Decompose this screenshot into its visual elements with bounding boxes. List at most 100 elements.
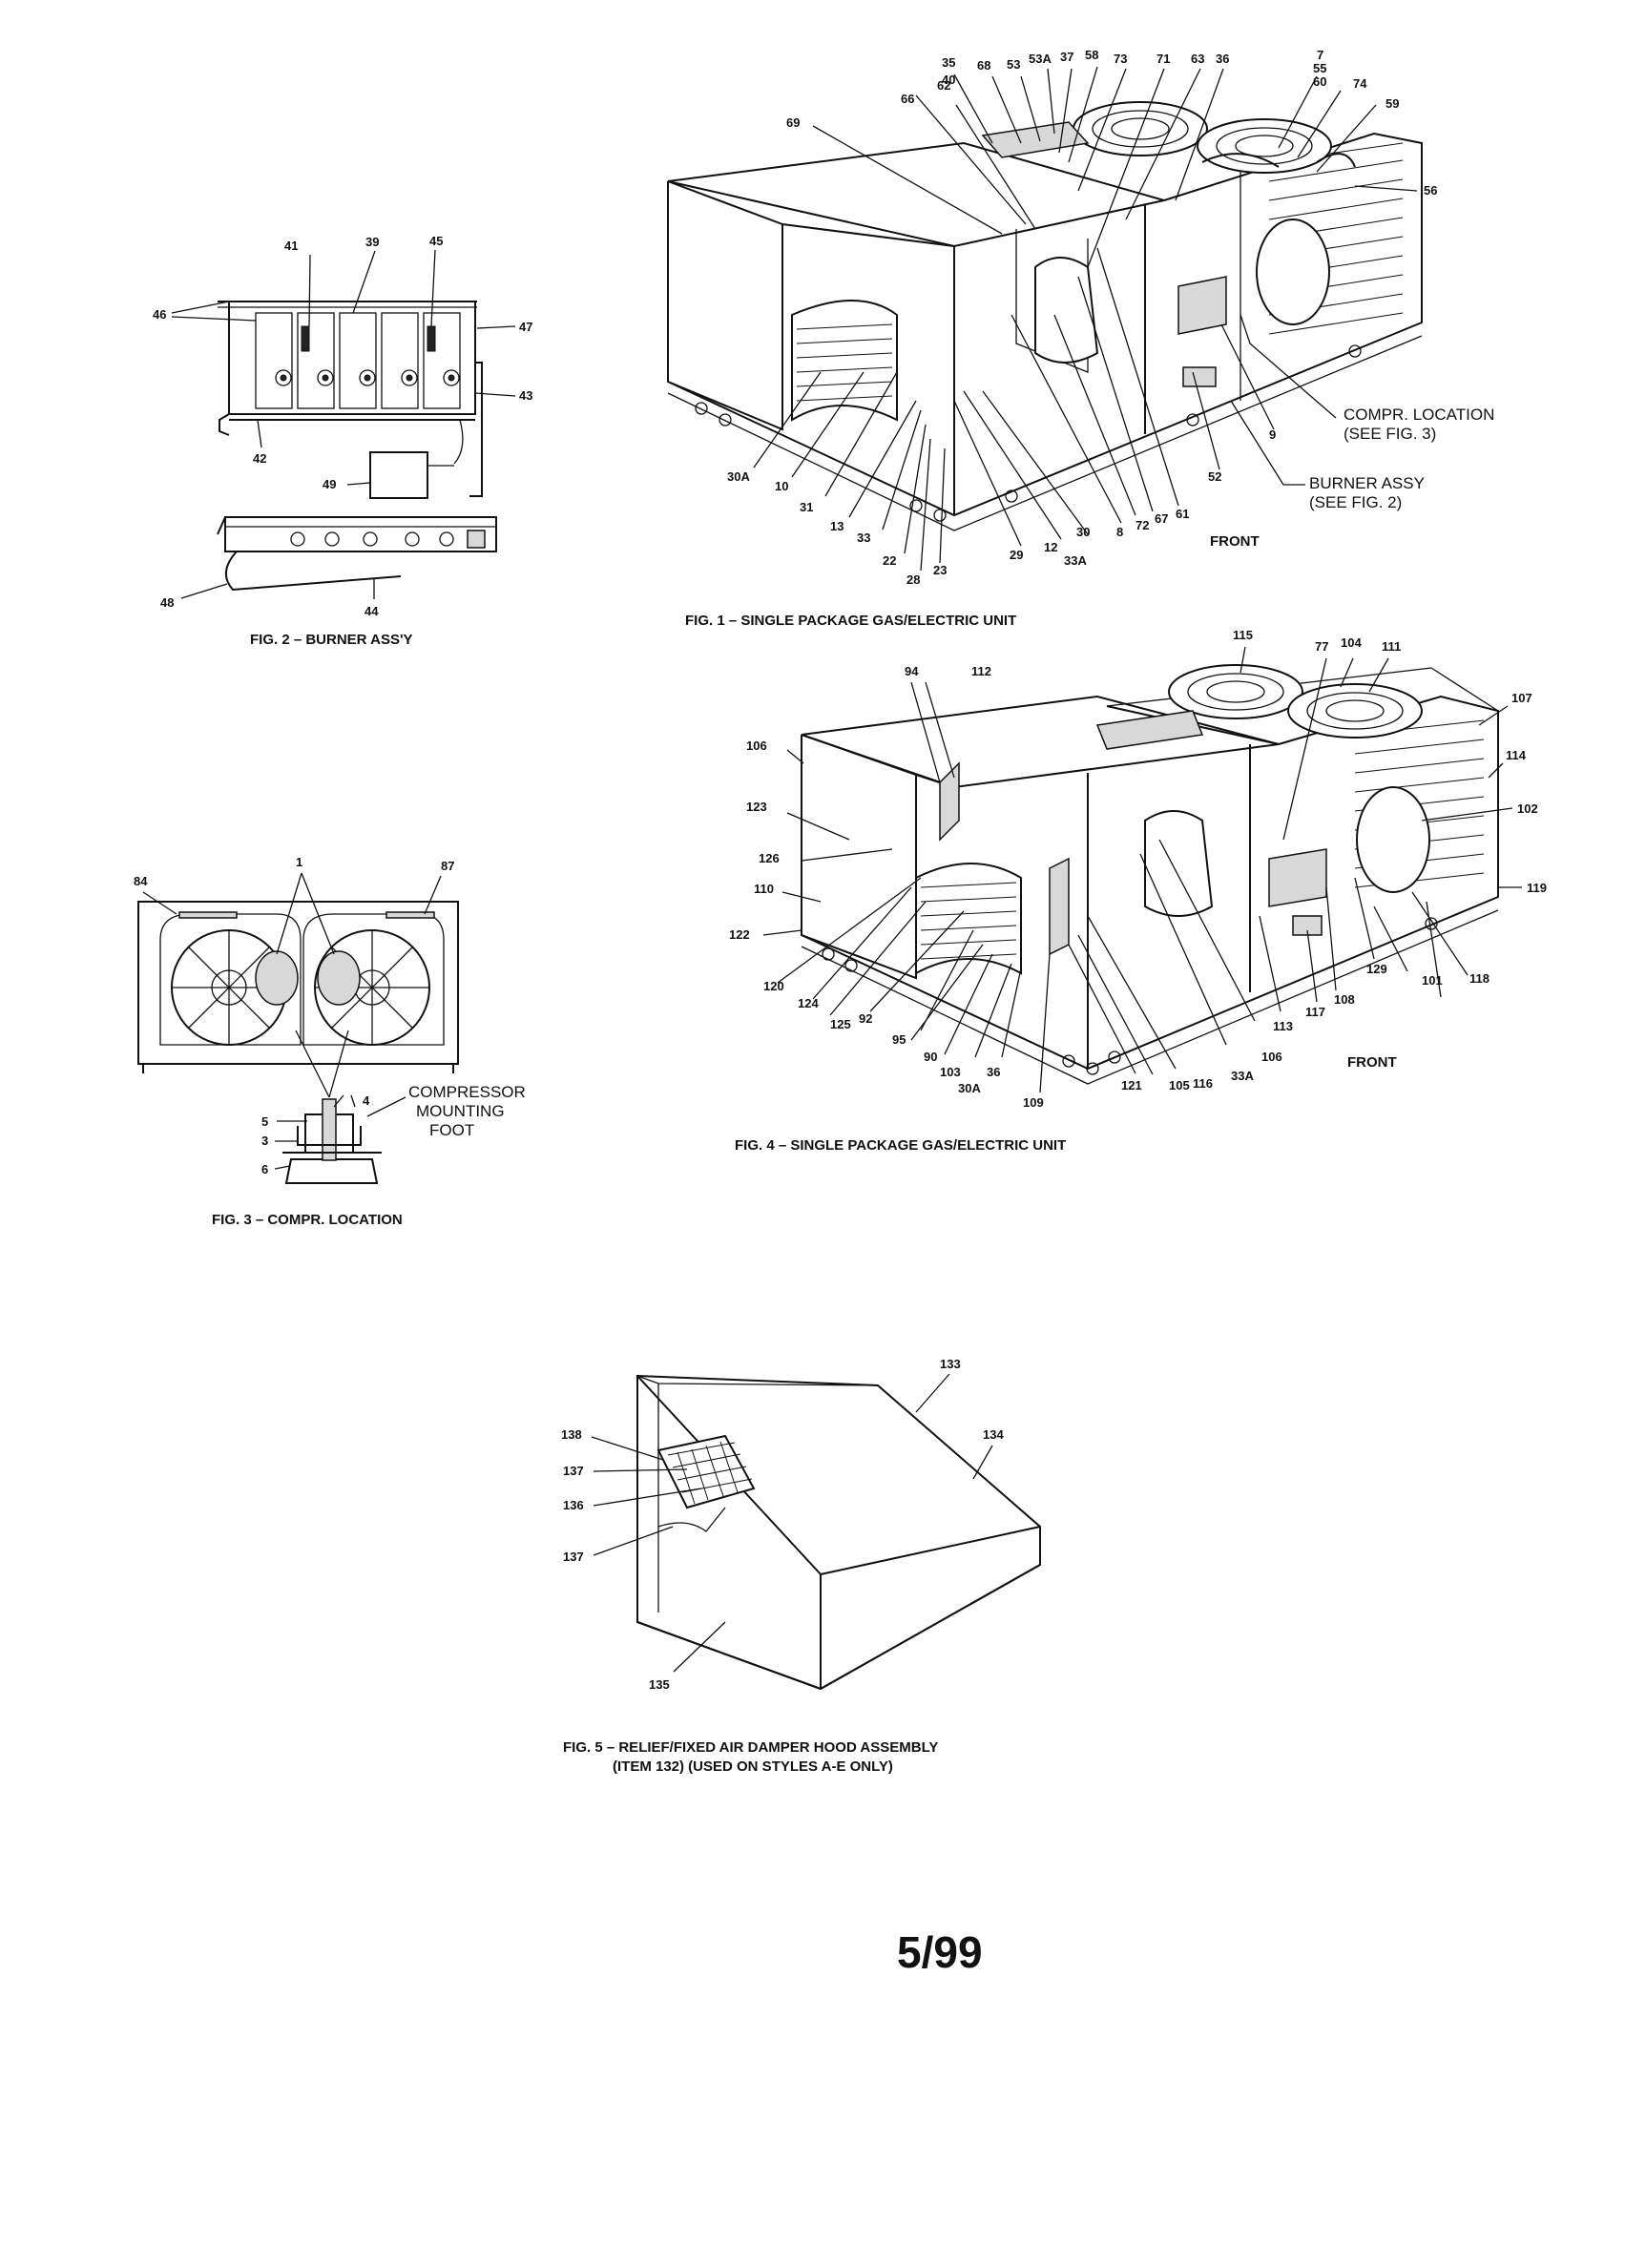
fig4-label-122: 122 (729, 927, 750, 942)
fig1-label-40: 40 (942, 73, 955, 87)
fig4-label-104: 104 (1341, 635, 1362, 650)
fig4-label-101: 101 (1422, 973, 1443, 988)
fig5-label-135: 135 (649, 1677, 670, 1692)
fig3-caption: FIG. 3 – COMPR. LOCATION (212, 1212, 403, 1228)
fig4-label-103: 103 (940, 1065, 961, 1079)
fig4-label-113: 113 (1273, 1019, 1293, 1033)
fig3-label-87: 87 (441, 859, 454, 873)
fig2-burner-assembly: 41 39 45 46 47 43 42 49 48 44 FIG. 2 – B… (153, 234, 532, 648)
fig4-label-110: 110 (754, 882, 774, 896)
fig3-mount-foot-drawing (282, 1098, 382, 1184)
fig1-label-67: 67 (1155, 511, 1168, 526)
fig1-callout-leaders (753, 66, 1418, 572)
fig1-label-36: 36 (1216, 52, 1229, 66)
fig4-label-106-bottom: 106 (1261, 1050, 1282, 1064)
fig1-label-31: 31 (800, 500, 813, 514)
fig1-label-33a: 33A (1064, 553, 1087, 568)
burner-manifold-drawing (218, 301, 483, 499)
fig1-label-9: 9 (1269, 427, 1276, 442)
fig3-compressor-location: 84 1 87 4 5 3 6 COMPRESSOR MOUNTING FOOT… (134, 855, 526, 1228)
fig4-label-125: 125 (830, 1017, 851, 1031)
fig2-label-48: 48 (160, 595, 174, 610)
fig4-label-123: 123 (746, 800, 767, 814)
fig3-label-3: 3 (261, 1134, 268, 1148)
fig4-label-106-top: 106 (746, 739, 767, 753)
fig4-label-105: 105 (1169, 1078, 1190, 1092)
fig4-label-117: 117 (1305, 1005, 1325, 1019)
fig4-label-36: 36 (987, 1065, 1000, 1079)
fig5-damper-hood-assembly: 133 134 138 137 136 137 135 FIG. 5 – REL… (561, 1357, 1041, 1775)
fig1-single-package-unit: 35 40 68 53 53A 37 58 73 71 63 36 7 55 6… (667, 48, 1494, 629)
fig3-label-1: 1 (296, 855, 302, 869)
fig1-burner-assy-line1: BURNER ASSY (1309, 474, 1425, 492)
fig3-mounting-line3: FOOT (429, 1121, 474, 1139)
fig1-label-53a: 53A (1029, 52, 1052, 66)
fig4-label-94: 94 (905, 664, 919, 678)
fig1-label-7: 7 (1317, 48, 1323, 62)
fig1-label-10: 10 (775, 479, 788, 493)
fig4-label-107: 107 (1511, 691, 1532, 705)
fig4-label-114: 114 (1506, 748, 1527, 762)
fig4-label-121: 121 (1121, 1078, 1142, 1092)
fig1-label-74: 74 (1353, 76, 1367, 91)
fig3-panel-drawing (137, 901, 459, 1073)
fig2-label-46: 46 (153, 307, 166, 322)
fig4-label-102: 102 (1517, 801, 1538, 816)
fig1-label-61: 61 (1176, 507, 1189, 521)
fig4-label-95: 95 (892, 1032, 906, 1047)
fig5-caption-line2: (ITEM 132) (USED ON STYLES A-E ONLY) (613, 1758, 893, 1775)
fig2-label-41: 41 (284, 239, 298, 253)
fig3-label-5: 5 (261, 1114, 268, 1129)
fig4-label-126: 126 (759, 851, 780, 865)
fig4-front-label: FRONT (1347, 1054, 1397, 1071)
fig5-caption-line1: FIG. 5 – RELIEF/FIXED AIR DAMPER HOOD AS… (563, 1739, 938, 1756)
fig1-label-62: 62 (937, 78, 950, 93)
fig3-mounting-line2: MOUNTING (416, 1102, 505, 1120)
fig1-label-52: 52 (1208, 469, 1221, 484)
fig4-label-124: 124 (798, 996, 819, 1010)
fig1-label-59: 59 (1385, 96, 1399, 111)
fig2-caption: FIG. 2 – BURNER ASS'Y (250, 632, 413, 648)
fig4-label-118: 118 (1469, 971, 1490, 986)
fig4-label-112: 112 (971, 664, 991, 678)
fig1-label-29: 29 (1010, 548, 1023, 562)
fig1-label-56: 56 (1424, 183, 1437, 198)
fig5-label-136: 136 (563, 1498, 584, 1512)
fig1-label-35: 35 (942, 55, 955, 70)
fig3-label-6: 6 (261, 1162, 268, 1176)
fig2-callout-leaders (171, 249, 516, 599)
fig2-label-45: 45 (429, 234, 443, 248)
fig4-label-30a: 30A (958, 1081, 981, 1095)
fig5-label-138: 138 (561, 1427, 582, 1442)
fig1-label-69: 69 (786, 115, 800, 130)
fig1-label-28: 28 (906, 572, 920, 587)
fig1-label-63: 63 (1191, 52, 1204, 66)
fig3-mounting-line1: COMPRESSOR (408, 1083, 526, 1101)
fig4-label-90: 90 (924, 1050, 937, 1064)
fig1-compr-location-line2: (SEE FIG. 3) (1344, 425, 1436, 443)
fig2-label-42: 42 (253, 451, 266, 466)
fig1-label-23: 23 (933, 563, 947, 577)
fig1-label-12: 12 (1044, 540, 1057, 554)
fig1-label-58: 58 (1085, 48, 1098, 62)
fig1-burner-assy-line2: (SEE FIG. 2) (1309, 493, 1402, 511)
fig1-label-71: 71 (1156, 52, 1170, 66)
fig4-caption: FIG. 4 – SINGLE PACKAGE GAS/ELECTRIC UNI… (735, 1137, 1066, 1154)
page-number: 5/99 (897, 1927, 983, 1977)
fig2-label-47: 47 (519, 320, 532, 334)
fig1-front-label: FRONT (1210, 533, 1260, 550)
fig1-label-60: 60 (1313, 74, 1326, 89)
fig5-hood-drawing (636, 1374, 1041, 1691)
fig3-callout-leaders (142, 872, 442, 1170)
fig1-label-68: 68 (977, 58, 990, 73)
fig1-label-22: 22 (883, 553, 896, 568)
fig1-label-13: 13 (830, 519, 844, 533)
fig1-compr-location-line1: COMPR. LOCATION (1344, 406, 1494, 424)
fig1-label-73: 73 (1114, 52, 1127, 66)
fig2-label-44: 44 (365, 604, 379, 618)
fig5-label-137-bottom: 137 (563, 1550, 584, 1564)
fig4-label-33a: 33A (1231, 1069, 1254, 1083)
fig3-label-4: 4 (363, 1093, 370, 1108)
fig4-single-package-unit: 115 77 104 111 94 112 107 106 114 123 10… (729, 628, 1547, 1154)
